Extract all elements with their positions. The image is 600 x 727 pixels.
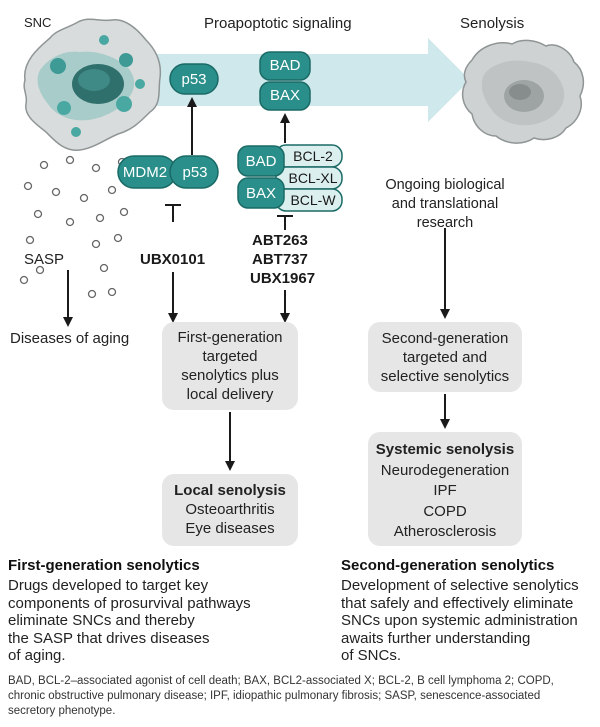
bclw-label: BCL-W <box>290 192 336 208</box>
local-senolysis-text: Local senolysis Osteoarthritis Eye disea… <box>162 481 298 538</box>
first-gen-section-line: of aging. <box>8 647 66 664</box>
second-gen-box-line: targeted and <box>402 349 488 366</box>
first-gen-box-line: First-generation <box>177 329 283 346</box>
second-gen-section-line: of SNCs. <box>341 647 402 664</box>
bax-signal-pill <box>259 81 311 111</box>
first-gen-section-line: eliminate SNCs and thereby <box>8 612 195 629</box>
first-gen-section-title: First-generation senolytics <box>8 557 200 574</box>
first-gen-section-line: components of prosurvival pathways <box>8 594 251 612</box>
second-gen-box-text: Second-generation targeted and selective… <box>368 329 522 386</box>
systemic-senolysis-item: Neurodegeneration <box>380 461 510 479</box>
p53-signal-pill <box>169 63 219 95</box>
systemic-senolysis-box <box>368 432 522 546</box>
abt737-label: ABT737 <box>252 251 308 268</box>
bclxl-label: BCL-XL <box>288 170 338 186</box>
snc-label: SNC <box>24 15 52 30</box>
p53-complex-pill <box>169 155 219 189</box>
first-gen-box-line: targeted <box>202 348 258 365</box>
proapoptotic-signaling-arrow <box>150 38 470 122</box>
proapoptotic-signaling-label: Proapoptotic signaling <box>204 15 352 32</box>
first-gen-box <box>162 322 298 410</box>
local-senolysis-title: Local senolysis <box>174 482 286 499</box>
second-gen-section-title: Second-generation senolytics <box>341 557 555 574</box>
senolysis-label: Senolysis <box>460 15 525 32</box>
diseases-of-aging-label: Diseases of aging <box>10 330 130 347</box>
bad-top-label: BAD <box>269 57 301 74</box>
bad-complex-label: BAD <box>245 153 277 170</box>
second-gen-section-line: Development of selective senolytics <box>341 577 579 594</box>
second-gen-section-line: that safely and effectively eliminate <box>341 594 574 612</box>
bad-signal-pill <box>259 51 311 81</box>
abt263-label: ABT263 <box>252 232 308 249</box>
second-gen-section-line: SNCs upon systemic administration <box>341 612 578 629</box>
first-gen-box-text: First-generation targeted senolytics plu… <box>162 328 298 404</box>
p53-top-label: p53 <box>181 71 207 88</box>
footnote-line: secretory phenotype. <box>8 705 116 717</box>
first-gen-section-text: Drugs developed to target key components… <box>8 577 251 665</box>
local-senolysis-item: Eye diseases <box>185 520 275 537</box>
bax-top-label: BAX <box>269 87 300 104</box>
lysed-cell-graphic <box>461 39 585 144</box>
systemic-senolysis-title: Systemic senolysis <box>375 441 515 458</box>
bax-complex-label: BAX <box>245 185 276 202</box>
footnote: BAD, BCL-2–associated agonist of cell de… <box>8 674 598 719</box>
sasp-label: SASP <box>24 251 65 268</box>
sasp-particles <box>19 155 129 299</box>
second-gen-box-line: Second-generation <box>381 330 509 347</box>
ubx1967-label: UBX1967 <box>250 270 316 287</box>
first-gen-box-line: senolytics plus <box>181 367 279 384</box>
local-senolysis-item: Osteoarthritis <box>185 501 275 518</box>
bax-complex-pill <box>237 177 285 209</box>
mdm2-label: MDM2 <box>122 164 168 181</box>
senescent-cell-graphic <box>23 18 162 151</box>
first-gen-section-line: the SASP that drives diseases <box>8 629 210 647</box>
bad-complex-pill <box>237 145 285 177</box>
abt-inhibition <box>277 215 293 230</box>
ubx0101-label: UBX0101 <box>140 251 206 268</box>
second-gen-box <box>368 322 522 392</box>
research-line: Ongoing biological <box>385 177 505 193</box>
research-line: research <box>416 215 474 231</box>
second-gen-section-text: Development of selective senolytics that… <box>341 577 579 665</box>
systemic-senolysis-item: IPF <box>433 482 457 499</box>
p53-complex-label: p53 <box>182 164 208 181</box>
research-line: and translational <box>391 196 499 212</box>
first-gen-box-line: local delivery <box>186 386 274 403</box>
second-gen-section-line: awaits further understanding <box>341 629 531 647</box>
systemic-senolysis-text: Systemic senolysis Neurodegeneration IPF… <box>368 440 522 543</box>
bcl2-label: BCL-2 <box>293 148 333 164</box>
local-senolysis-box <box>162 474 298 546</box>
second-gen-box-line: selective senolytics <box>380 368 510 385</box>
research-text: Ongoing biological and translational res… <box>372 176 518 233</box>
systemic-senolysis-item: Atherosclerosis <box>393 523 497 540</box>
first-gen-section-line: Drugs developed to target key <box>8 577 209 594</box>
footnote-line: BAD, BCL-2–associated agonist of cell de… <box>8 675 554 687</box>
ubx0101-inhibition <box>165 204 181 222</box>
footnote-line: chronic obstructive pulmonary disease; I… <box>8 690 541 702</box>
systemic-senolysis-item: COPD <box>423 502 467 520</box>
